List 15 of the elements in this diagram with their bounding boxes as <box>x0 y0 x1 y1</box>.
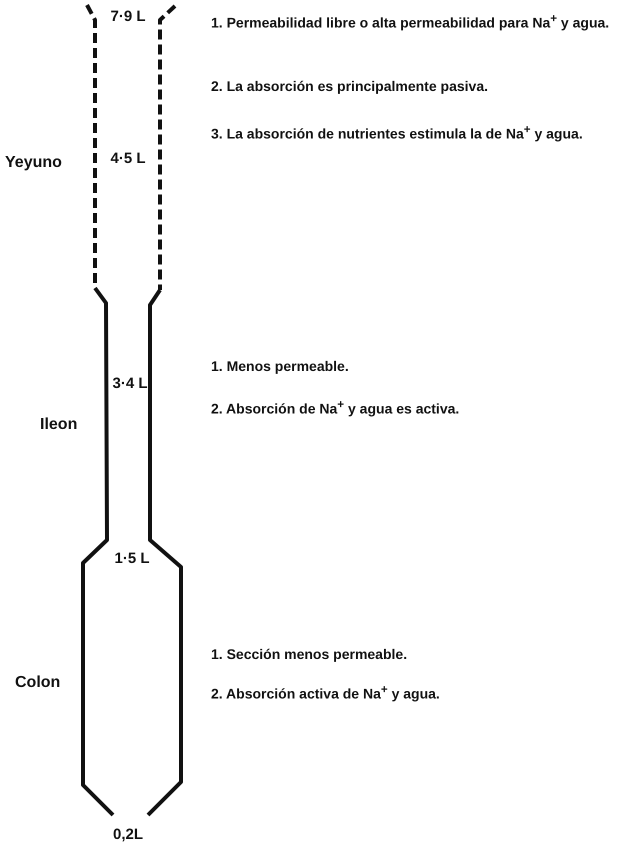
note-text: 2. Absorción activa de Na$^{+}$ y agua. <box>211 682 441 703</box>
note-text: 1. Permeabilidad libre o alta permeabilidad para Na$^{+}$ y agua. <box>211 11 610 32</box>
region-label: Ileon <box>40 416 78 433</box>
volume-label: 1·5 L <box>113 549 150 569</box>
note-text: 1. Menos permeable. <box>211 358 350 375</box>
region-label: Colon <box>15 674 60 691</box>
note-text: 1. Sección menos permeable. <box>211 646 408 663</box>
note-text: 3. La absorción de nutrientes estimula la de Na$^{+}$ y agua. <box>211 122 584 143</box>
note-text: 2. La absorción es principalmente pasiva. <box>211 78 489 95</box>
note-text: 2. Absorción de Na$^{+}$ y agua es activa. <box>211 397 460 418</box>
region-label: Yeyuno <box>5 154 62 171</box>
volume-label: 7·9 L <box>109 7 146 27</box>
volume-label: 4·5 L <box>109 149 146 169</box>
volume-label: 3·4 L <box>111 374 148 394</box>
volume-label: 0,2L <box>113 826 144 843</box>
